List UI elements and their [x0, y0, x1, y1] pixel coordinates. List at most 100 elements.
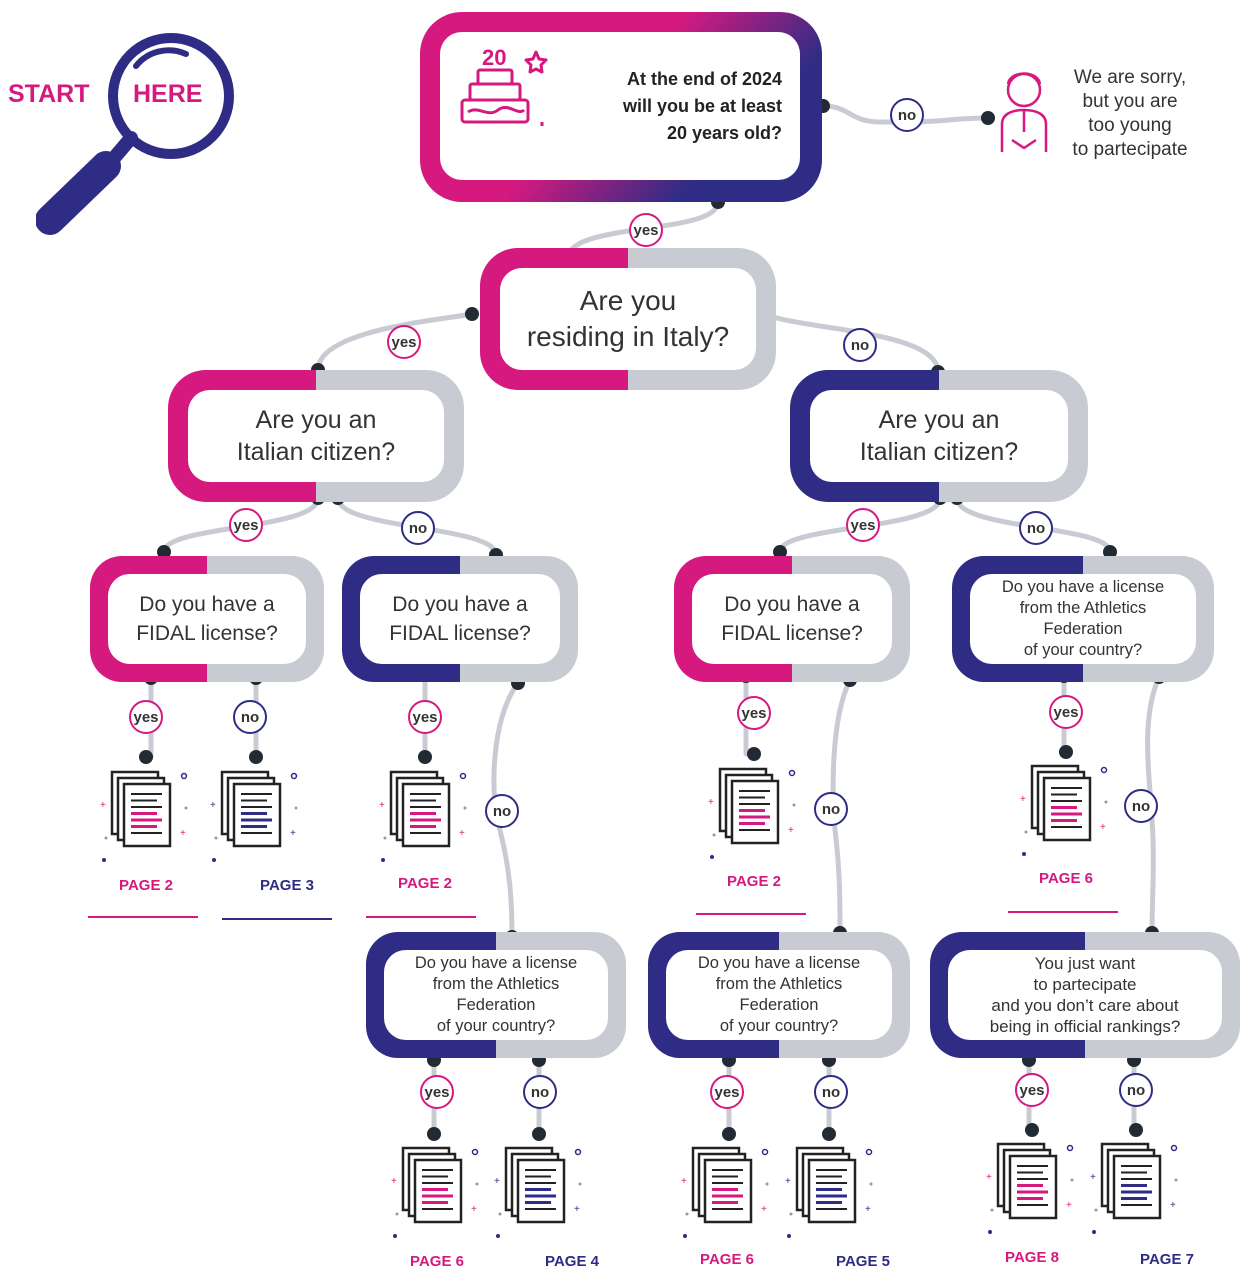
question-federation-line2: from the Athletics [1019, 599, 1147, 617]
question-fidal-line2: FIDAL license? [721, 622, 863, 645]
question-federation-box-1: Do you have a license from the Athletics… [952, 556, 1214, 682]
page-link-4[interactable]: PAGE 4 [545, 1253, 599, 1270]
question-participate-line4: being in official rankings? [989, 1017, 1181, 1036]
answer-yes-badge: yes [710, 1075, 744, 1109]
question-federation-line4: of your country? [1023, 641, 1143, 659]
too-young-message: We are sorry, but you are too young to p… [1040, 66, 1220, 162]
answer-yes-badge: yes [1049, 695, 1083, 729]
question-fidal-box-3: Do you have a FIDAL license? [674, 556, 910, 682]
connector-dot [981, 111, 995, 125]
answer-no-badge: no [401, 511, 435, 545]
svg-text:+: + [180, 828, 186, 839]
question-federation-box-3: Do you have a license from the Athletics… [648, 932, 910, 1058]
question-federation-line1: Do you have a license [697, 954, 861, 972]
svg-text:+: + [708, 797, 714, 808]
question-fidal-box-2: Do you have a FIDAL license? [342, 556, 578, 682]
page-link-2[interactable]: PAGE 2 [727, 873, 781, 890]
page-link-2[interactable]: PAGE 2 [398, 875, 452, 892]
question-fidal-line1: Do you have a [392, 593, 528, 616]
question-age-box: At the end of 2024 will you be at least … [420, 12, 822, 202]
magnifier-icon [36, 33, 234, 235]
svg-text:+: + [1090, 1172, 1096, 1183]
question-federation-line1: Do you have a license [1001, 578, 1165, 596]
document-stack-icon: ++ [986, 1142, 1074, 1234]
svg-text:+: + [1066, 1200, 1072, 1211]
answer-yes-badge: yes [420, 1075, 454, 1109]
answer-yes-badge: yes [387, 325, 421, 359]
svg-text:+: + [785, 1176, 791, 1187]
connector-dot [722, 1127, 736, 1141]
document-stack-icon: ++ [1020, 764, 1108, 856]
svg-text:+: + [865, 1204, 871, 1215]
page-link-2[interactable]: PAGE 2 [119, 877, 173, 894]
page-link-7[interactable]: PAGE 7 [1140, 1251, 1194, 1268]
question-fidal-line2: FIDAL license? [136, 622, 278, 645]
svg-text:+: + [1170, 1200, 1176, 1211]
answer-yes-badge: yes [629, 213, 663, 247]
question-participate-line2: to partecipate [1033, 975, 1137, 994]
connector-dot [532, 1127, 546, 1141]
answer-no-badge: no [523, 1075, 557, 1109]
question-federation-line3: Federation [739, 996, 819, 1014]
svg-text:+: + [986, 1172, 992, 1183]
too-young-line3: too young [1088, 115, 1172, 136]
question-fidal-box-1: Do you have a FIDAL license? [90, 556, 324, 682]
too-young-line1: We are sorry, [1073, 67, 1187, 88]
question-federation-line3: Federation [456, 996, 536, 1014]
svg-text:+: + [379, 800, 385, 811]
page-link-5[interactable]: PAGE 5 [836, 1253, 890, 1270]
answer-no-badge: no [1019, 511, 1053, 545]
question-fidal-line1: Do you have a [724, 593, 860, 616]
birthday-cake-icon: 20 [460, 45, 548, 126]
page-link-6[interactable]: PAGE 6 [410, 1253, 464, 1270]
question-age-line1: At the end of 2024 [626, 68, 782, 89]
svg-text:+: + [788, 825, 794, 836]
question-fidal-line2: FIDAL license? [389, 622, 531, 645]
page-link-6[interactable]: PAGE 6 [1039, 870, 1093, 887]
document-stack-icon: ++ [391, 1146, 479, 1238]
document-stack-icon: ++ [1090, 1142, 1178, 1234]
question-citizen-line2: Italian citizen? [859, 438, 1019, 466]
question-citizen-italy-box: Are you an Italian citizen? [168, 370, 464, 502]
document-stack-icon: ++ [708, 767, 796, 859]
page-underline [88, 916, 198, 918]
connector-dot [747, 747, 761, 761]
svg-text:+: + [761, 1204, 767, 1215]
connector-dot [1025, 1123, 1039, 1137]
connector-dot [139, 750, 153, 764]
svg-text:+: + [1020, 794, 1026, 805]
question-age-line2: will you be at least [622, 95, 782, 116]
question-federation-line4: of your country? [719, 1017, 839, 1035]
document-stack-icon: ++ [494, 1146, 582, 1238]
answer-yes-badge: yes [737, 696, 771, 730]
question-residing-box: Are you residing in Italy? [480, 248, 776, 390]
document-stack-icon: ++ [210, 770, 298, 862]
answer-yes-badge: yes [408, 700, 442, 734]
answer-no-badge: no [843, 328, 877, 362]
question-citizen-line1: Are you an [878, 406, 1000, 434]
answer-no-badge: no [485, 794, 519, 828]
answer-no-badge: no [814, 792, 848, 826]
connector-dot [249, 750, 263, 764]
page-link-3[interactable]: PAGE 3 [260, 877, 314, 894]
question-participate-line3: and you don’t care about [991, 996, 1179, 1015]
document-stack-icon: ++ [379, 770, 467, 862]
page-underline [1008, 911, 1118, 913]
question-federation-line4: of your country? [436, 1017, 556, 1035]
answer-no-badge: no [233, 700, 267, 734]
answer-yes-badge: yes [1015, 1073, 1049, 1107]
svg-text:+: + [471, 1204, 477, 1215]
connector-dot [1129, 1123, 1143, 1137]
page-underline [696, 913, 806, 915]
page-link-8[interactable]: PAGE 8 [1005, 1249, 1059, 1266]
question-federation-line3: Federation [1043, 620, 1123, 638]
question-federation-line1: Do you have a license [414, 954, 578, 972]
page-link-6[interactable]: PAGE 6 [700, 1251, 754, 1268]
answer-no-badge: no [1119, 1073, 1153, 1107]
cake-number: 20 [482, 45, 506, 70]
here-label: HERE [133, 80, 203, 108]
connector-dot [1103, 545, 1117, 559]
question-residing-line1: Are you [579, 285, 677, 316]
start-label: START [8, 80, 90, 108]
